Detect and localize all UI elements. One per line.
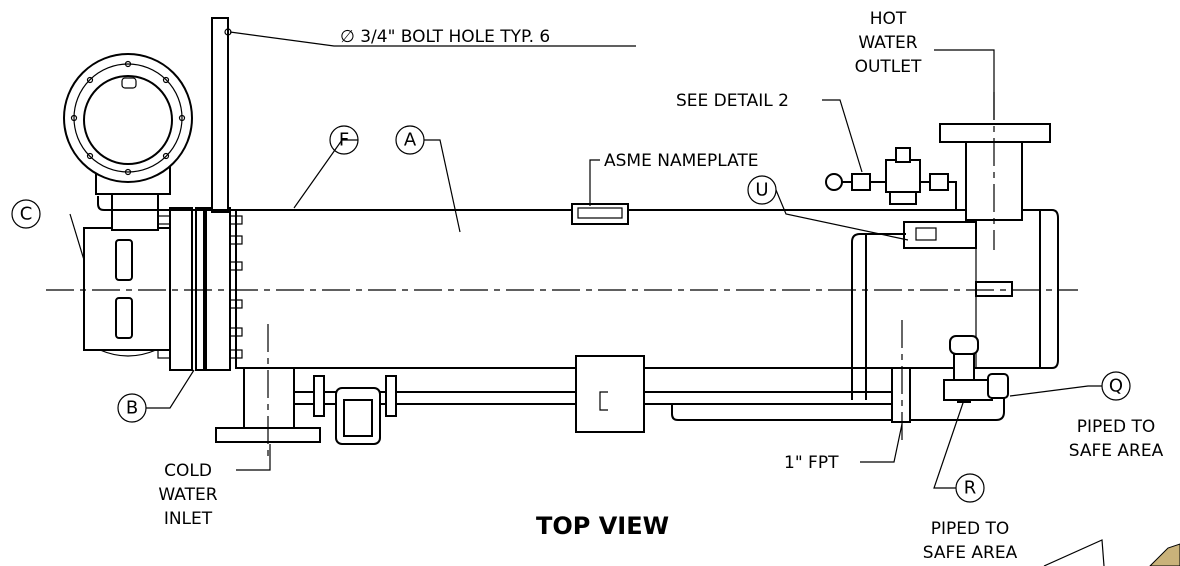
control-enclosure xyxy=(63,53,193,231)
bubble-f: F xyxy=(329,125,359,155)
bubble-q-label: Q xyxy=(1109,376,1123,397)
partial-view-fragment xyxy=(1043,539,1180,566)
hot-water-outlet-line-2: WATER xyxy=(858,33,917,53)
mounting-bracket xyxy=(211,17,232,213)
bubble-q: Q xyxy=(1101,371,1131,401)
bubble-c-label: C xyxy=(20,204,33,225)
view-title: TOP VIEW xyxy=(536,512,669,540)
cold-water-inlet-line-3: INLET xyxy=(164,509,213,529)
bubble-r-label: R xyxy=(964,478,977,499)
bubble-a: A xyxy=(395,125,425,155)
relief-valve-q xyxy=(987,373,1009,399)
cold-water-inlet xyxy=(215,324,321,460)
cold-water-inlet-line-1: COLD xyxy=(164,461,212,481)
bubble-a-label: A xyxy=(404,130,417,151)
bubble-b-label: B xyxy=(126,398,138,419)
bubble-u-label: U xyxy=(755,180,768,201)
capillary-tube xyxy=(97,196,574,211)
fpt-callout: 1" FPT xyxy=(784,453,839,473)
cold-water-inlet-line-2: WATER xyxy=(158,485,217,505)
shell-pad xyxy=(975,281,1013,297)
relief-piping xyxy=(825,147,957,210)
bubble-b: B xyxy=(117,393,147,423)
drain-piping xyxy=(294,355,1005,445)
bubble-f-label: F xyxy=(339,130,349,151)
sensor-unit xyxy=(851,221,977,400)
terminal-box xyxy=(83,227,171,357)
asme-nameplate xyxy=(571,203,629,225)
asme-nameplate-callout: ASME NAMEPLATE xyxy=(604,151,759,171)
leader-lines xyxy=(69,31,1102,489)
bubble-c: C xyxy=(11,199,41,229)
piped-q-line-2: SAFE AREA xyxy=(1069,441,1164,461)
piped-q-line-1: PIPED TO xyxy=(1077,417,1156,437)
bubble-r: R xyxy=(955,473,985,503)
piped-r-line-1: PIPED TO xyxy=(931,519,1010,539)
piped-r-line-2: SAFE AREA xyxy=(923,543,1018,563)
hot-water-outlet-line-3: OUTLET xyxy=(855,57,922,77)
bubble-u: U xyxy=(747,175,777,205)
fpt-fitting xyxy=(891,320,911,440)
see-detail-callout: SEE DETAIL 2 xyxy=(676,91,789,111)
hot-water-outlet xyxy=(939,92,1051,250)
hot-water-outlet-line-1: HOT xyxy=(870,9,907,29)
bolt-hole-callout: ∅ 3/4" BOLT HOLE TYP. 6 xyxy=(340,27,550,47)
